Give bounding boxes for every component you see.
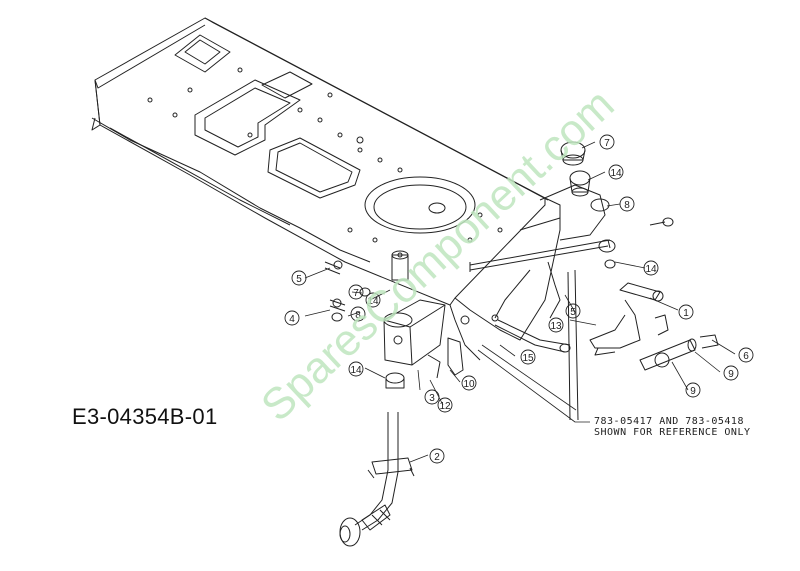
reference-note: 783-05417 AND 783-05418 SHOWN FOR REFERE… bbox=[594, 416, 751, 438]
hub-cap-parts bbox=[560, 141, 616, 269]
callout-14-mid: 14 bbox=[367, 296, 379, 307]
callout-12: 12 bbox=[439, 401, 451, 412]
frame-holes bbox=[147, 67, 503, 325]
callout-3: 3 bbox=[429, 393, 435, 404]
callout-9-right: 9 bbox=[728, 369, 734, 380]
chassis-frame bbox=[91, 17, 606, 361]
callout-6: 6 bbox=[743, 351, 749, 362]
callout-14-right: 14 bbox=[645, 264, 657, 275]
steering-bracket bbox=[383, 250, 446, 389]
leader-lines bbox=[304, 141, 736, 463]
callout-7-top: 7 bbox=[604, 138, 610, 149]
callout-10: 10 bbox=[463, 379, 475, 390]
callout-labels: 1 2 3 4 5 5 6 7 7 8 8 9 9 10 12 13 14 14… bbox=[289, 138, 749, 463]
callout-5-left: 5 bbox=[296, 274, 302, 285]
reference-note-line-2: SHOWN FOR REFERENCE ONLY bbox=[594, 427, 751, 438]
callout-13: 13 bbox=[550, 321, 562, 332]
callout-8-left: 8 bbox=[355, 310, 361, 321]
callout-15: 15 bbox=[522, 353, 534, 364]
callout-4: 4 bbox=[289, 314, 295, 325]
reference-note-line-1: 783-05417 AND 783-05418 bbox=[594, 416, 744, 427]
drag-link-rods bbox=[469, 217, 611, 421]
steering-shaft bbox=[339, 412, 415, 547]
callout-5-right: 5 bbox=[570, 307, 576, 318]
diagram-id-label: E3-04354B-01 bbox=[72, 404, 218, 429]
callout-8-top: 8 bbox=[624, 200, 630, 211]
small-fasteners bbox=[324, 260, 464, 379]
callout-14-low: 14 bbox=[350, 365, 362, 376]
callout-2: 2 bbox=[434, 452, 440, 463]
callout-7-left: 7 bbox=[353, 288, 359, 299]
callout-9-left: 9 bbox=[690, 386, 696, 397]
spindle-assembly bbox=[589, 217, 719, 371]
callout-14-top: 14 bbox=[610, 168, 622, 179]
callout-1: 1 bbox=[683, 308, 689, 319]
callout-circles bbox=[284, 134, 754, 464]
